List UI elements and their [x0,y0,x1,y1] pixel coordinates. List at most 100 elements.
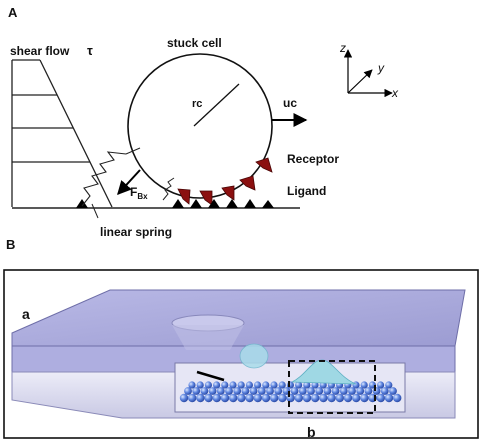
shear-flow-label: shear flow [10,44,70,58]
bead [220,393,230,403]
receptor-label: Receptor [287,152,339,166]
bead [278,381,286,389]
panel-a-label: A [8,5,18,20]
stuck-cell [127,53,273,199]
bead [286,381,294,389]
radius-label: rc [192,98,202,110]
bead [216,387,225,395]
bead [204,393,213,403]
shear-stress-symbol: τ [87,43,93,58]
bead [339,387,348,395]
bead [380,387,389,395]
bead [196,381,204,389]
bead [311,393,320,403]
axis-z-label: z [339,41,346,55]
chip-top-face [11,289,466,347]
ligand [190,199,202,208]
bead [294,393,303,403]
bead [303,381,311,389]
bead [184,387,192,395]
bead [335,393,344,403]
inset-label-a: a [22,306,30,322]
bead [377,381,385,389]
bead [262,381,270,389]
bead [274,387,283,395]
bead [241,387,250,395]
receptor [221,185,235,201]
bead-layer [179,381,402,403]
bead [384,393,394,403]
bead [212,393,221,403]
bead [188,381,196,389]
bead [295,381,303,389]
bead [257,387,266,395]
bead [302,393,312,403]
bead [319,393,328,403]
receptor [239,175,256,191]
bead [286,393,295,403]
bead [360,381,368,389]
inset-box-b [288,360,376,414]
bead [261,393,271,403]
bead [364,387,373,395]
bead [200,387,209,395]
bead [348,387,356,395]
bead [389,387,397,395]
linear-spring-pointer [91,203,99,219]
bead [270,393,279,403]
short-bond-spring [162,177,175,201]
ligand [244,199,256,208]
bead [323,387,332,395]
bead [376,393,385,403]
linear-spring [81,151,127,207]
bead [352,393,361,403]
bead [188,393,197,403]
bond-force-arrow [117,169,141,196]
bead [192,387,201,395]
inlet-funnel [172,325,244,350]
bead [385,381,393,389]
bead [270,381,278,389]
bead [233,387,242,395]
bead [315,387,324,395]
bead [196,393,205,403]
bead [237,393,246,403]
bond-force-main: F [130,185,137,199]
bead [331,387,340,395]
bond-force-label: FBx [130,185,148,201]
bead [253,393,262,403]
bead [204,381,212,389]
bead [307,387,315,395]
bead [179,393,189,403]
bead [229,381,237,389]
bead [311,381,319,389]
bead [245,393,254,403]
bead [343,393,353,403]
ligand [208,199,220,208]
shear-flow-profile [11,59,113,208]
bead [266,387,274,395]
ligand [76,199,88,208]
ligand [226,199,238,208]
bead [393,393,402,403]
bead [237,381,245,389]
bead [360,393,369,403]
coordinate-axes [343,49,393,98]
radius-line [193,83,240,127]
receptors [177,157,273,206]
receptor [255,157,273,173]
bead [225,387,233,395]
ligand [262,200,274,208]
velocity-label: uc [283,96,297,110]
tracking-mark [196,370,225,382]
inset-label-b: b [307,424,316,440]
bead [221,381,229,389]
bead [213,381,221,389]
ligand-label: Ligand [287,184,326,198]
bead [327,393,336,403]
bead [356,387,365,395]
rolling-cell [239,343,269,369]
bead [245,381,253,389]
stuck-cell-label: stuck cell [167,36,222,50]
